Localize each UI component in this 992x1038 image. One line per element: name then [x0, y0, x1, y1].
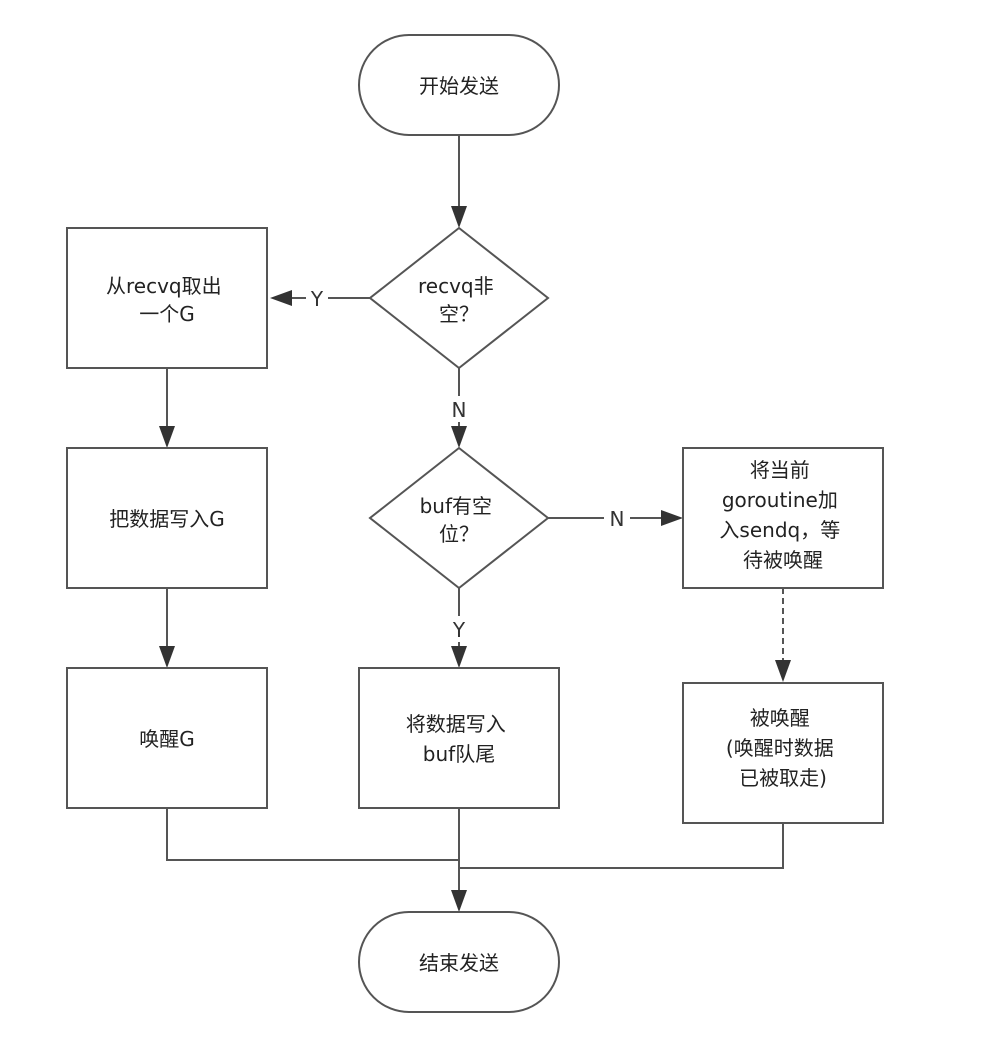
- edge-label-recvq-no: N: [452, 398, 467, 422]
- enqueue-sendq-label: 将当前 goroutine加 入sendq，等 待被唤醒: [719, 458, 846, 572]
- enqueue-sendq-line-3: 入sendq，等: [719, 518, 840, 542]
- label-bg: [306, 286, 328, 310]
- decision-buf-line-2: 位？: [439, 522, 479, 546]
- edge-wake-to-end: [166, 808, 459, 861]
- edge-label-recvq-yes: Y: [310, 287, 324, 311]
- arrowhead: [159, 426, 175, 448]
- start-label: 开始发送: [419, 74, 499, 98]
- write-buf-line-2: buf队尾: [423, 742, 495, 766]
- arrowhead: [451, 646, 467, 668]
- label-bg: [604, 506, 630, 530]
- write-to-g-label: 把数据写入G: [109, 507, 225, 531]
- decision-recvq-label: recvq非 空？: [418, 274, 500, 326]
- label-bg: [448, 616, 470, 642]
- process-wake-g: [66, 667, 268, 809]
- process-write-buf-tail: [358, 667, 560, 809]
- arrowhead: [159, 646, 175, 668]
- decision-recvq-not-empty: [368, 226, 550, 370]
- start-label-line: 开始发送: [419, 74, 499, 98]
- write-to-g-line: 把数据写入G: [109, 507, 225, 531]
- process-woken: [682, 682, 884, 824]
- edge-woken-to-end: [459, 823, 784, 869]
- end-label-line: 结束发送: [419, 951, 499, 975]
- decision-buf-label: buf有空 位？: [420, 494, 499, 546]
- decision-recvq-line-1: recvq非: [418, 274, 494, 298]
- process-write-to-g: [66, 447, 268, 589]
- arrowhead: [451, 426, 467, 448]
- enqueue-sendq-line-4: 待被唤醒: [743, 548, 823, 572]
- label-bg: [447, 396, 471, 422]
- end-label: 结束发送: [419, 951, 499, 975]
- decision-recvq-line-2: 空？: [439, 302, 479, 326]
- edge-label-buf-no: N: [610, 507, 625, 531]
- end-terminator: [358, 911, 560, 1013]
- woken-line-3: 已被取走): [739, 766, 827, 790]
- process-take-from-recvq: [66, 227, 268, 369]
- take-from-recvq-line-1: 从recvq取出: [106, 274, 222, 298]
- take-from-recvq-label: 从recvq取出 一个G: [106, 274, 228, 326]
- enqueue-sendq-line-2: goroutine加: [722, 488, 838, 512]
- arrowhead: [451, 206, 467, 228]
- take-from-recvq-line-2: 一个G: [139, 302, 195, 326]
- arrowhead: [270, 290, 292, 306]
- arrowhead: [451, 890, 467, 912]
- arrowhead: [661, 510, 683, 526]
- woken-label: 被唤醒 (唤醒时数据 已被取走): [726, 706, 840, 790]
- write-buf-label: 将数据写入 buf队尾: [406, 712, 512, 766]
- write-buf-line-1: 将数据写入: [406, 712, 506, 736]
- wake-g-label: 唤醒G: [139, 727, 195, 751]
- decision-buf-line-1: buf有空: [420, 494, 492, 518]
- arrowhead: [775, 660, 791, 682]
- edge-label-buf-yes: Y: [452, 618, 466, 642]
- start-terminator: [358, 34, 560, 136]
- process-enqueue-sendq: [682, 447, 884, 589]
- woken-line-1: 被唤醒: [750, 706, 810, 730]
- enqueue-sendq-line-1: 将当前: [750, 458, 810, 482]
- wake-g-line: 唤醒G: [139, 727, 195, 751]
- woken-line-2: (唤醒时数据: [726, 736, 834, 760]
- decision-buf-has-space: [368, 446, 550, 590]
